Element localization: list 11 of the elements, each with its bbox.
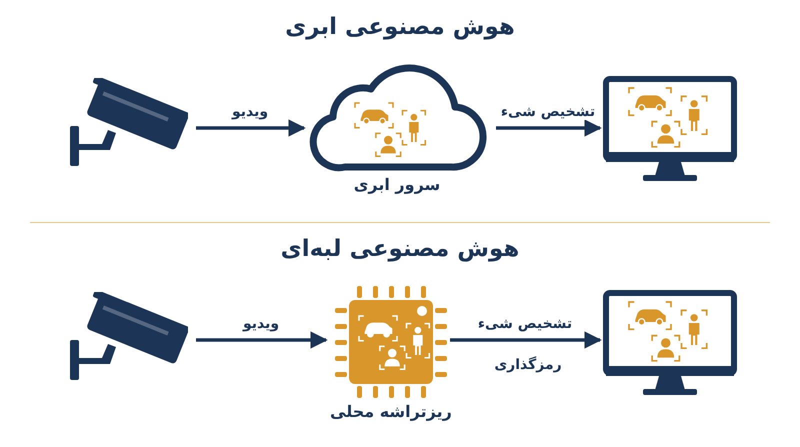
arrow xyxy=(196,119,306,137)
arrow xyxy=(450,331,602,349)
monitor-drawing xyxy=(603,76,737,184)
monitor-drawing xyxy=(603,290,737,398)
arrow xyxy=(496,119,602,137)
section-title: هوش مصنوعی لبه‌ای xyxy=(280,236,520,262)
section-title: هوش مصنوعی ابری xyxy=(285,14,515,40)
arrow xyxy=(196,331,328,349)
edge-note: رمزگذاری xyxy=(494,357,562,373)
node-label: سرور ابری xyxy=(354,175,440,194)
node-label: ریزتراشه محلی xyxy=(330,402,452,421)
